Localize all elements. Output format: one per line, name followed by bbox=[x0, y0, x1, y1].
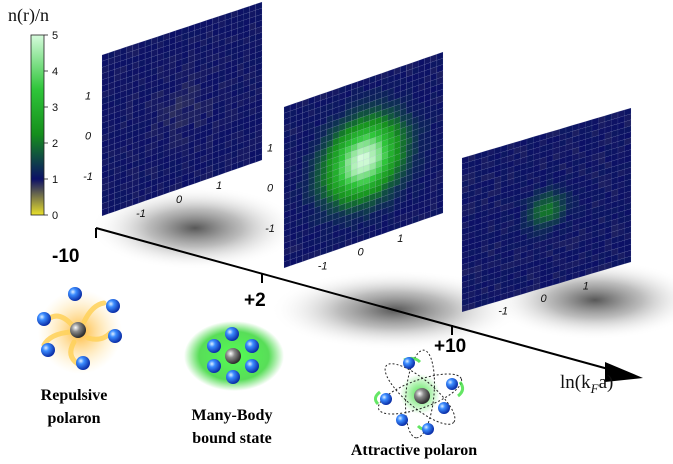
repulsive-particle-2 bbox=[37, 312, 51, 326]
bound-particle-3 bbox=[245, 339, 259, 353]
colorbar-tick-label: 1 bbox=[52, 174, 58, 186]
panel-y-tick: -1 bbox=[265, 223, 275, 235]
colorbar-title: n(r)/n bbox=[8, 5, 49, 26]
attractive-particle-5 bbox=[396, 414, 408, 426]
bound-particle-2 bbox=[207, 339, 221, 353]
panel-y-tick: 1 bbox=[85, 90, 91, 102]
bound-state-illustration: Many-Body bound state bbox=[184, 321, 284, 447]
axis-arrowhead bbox=[605, 362, 643, 382]
panel-x-tick: 0 bbox=[176, 194, 183, 206]
panel-cell bbox=[255, 153, 263, 163]
panel-x-tick: 1 bbox=[397, 233, 403, 245]
axis-line bbox=[95, 227, 631, 376]
panel-x-tick: 1 bbox=[216, 180, 222, 192]
repulsive-polaron-illustration: Repulsive polaron bbox=[37, 287, 122, 427]
attractive-impurity bbox=[414, 388, 430, 404]
bound-caption-2: bound state bbox=[192, 430, 272, 447]
panel-attractive: -1 0 1 bbox=[461, 107, 632, 318]
panel-x-tick: -1 bbox=[498, 306, 508, 318]
axis-tick-label-1: -10 bbox=[52, 246, 79, 267]
attractive-particle-3 bbox=[380, 393, 392, 405]
repulsive-particle-6 bbox=[76, 356, 90, 370]
colorbar-tick-label: 2 bbox=[52, 138, 58, 150]
colorbar-tick-label: 4 bbox=[52, 66, 58, 78]
bound-particle-4 bbox=[207, 359, 221, 373]
axis-label-end: a) bbox=[599, 372, 614, 393]
panel-x-tick: 0 bbox=[358, 247, 365, 259]
repulsive-caption-2: polaron bbox=[47, 410, 100, 427]
panel-y-tick: 0 bbox=[267, 183, 274, 195]
panel-y-tick: -1 bbox=[83, 171, 93, 183]
panel-many-body: -1 0 1 1 0 -1 bbox=[265, 51, 444, 272]
attractive-polaron-illustration: Attractive polaron bbox=[351, 349, 477, 459]
axis-label: ln(kFa) bbox=[560, 372, 613, 396]
panel-cell bbox=[624, 255, 632, 265]
repulsive-particle-1 bbox=[68, 287, 82, 301]
attractive-particle-1 bbox=[403, 357, 415, 369]
axis-label-main: ln(k bbox=[560, 372, 591, 393]
panel-x-tick: 1 bbox=[583, 281, 589, 293]
bound-caption-1: Many-Body bbox=[192, 407, 273, 424]
density-panels: -1 0 1 1 0 -1 -1 0 1 1 0 -1 -1 0 1 bbox=[83, 1, 632, 318]
repulsive-particle-4 bbox=[108, 329, 122, 343]
panel-cell bbox=[436, 206, 444, 216]
axis-tick-label-3: +10 bbox=[434, 336, 466, 357]
colorbar-ticks: 0 1 2 3 4 5 bbox=[44, 30, 58, 222]
repulsive-particle-5 bbox=[41, 343, 55, 357]
panel-y-tick: 0 bbox=[85, 131, 92, 143]
attractive-caption: Attractive polaron bbox=[351, 442, 477, 459]
colorbar-tick-label: 0 bbox=[52, 210, 58, 222]
bound-impurity bbox=[225, 348, 241, 364]
repulsive-impurity bbox=[70, 322, 86, 338]
bound-particle-5 bbox=[245, 359, 259, 373]
panel-x-tick: -1 bbox=[136, 208, 146, 220]
colorbar-scale bbox=[30, 34, 45, 216]
repulsive-caption-1: Repulsive bbox=[41, 387, 108, 404]
attractive-particle-4 bbox=[438, 402, 450, 414]
panel-x-tick: 0 bbox=[541, 293, 548, 305]
shadow-1 bbox=[90, 186, 300, 270]
panel-y-tick: 1 bbox=[267, 142, 273, 154]
repulsive-particle-3 bbox=[106, 299, 120, 313]
attractive-orbits bbox=[377, 349, 463, 439]
bound-particle-1 bbox=[225, 327, 239, 341]
coupling-axis: -10 +2 +10 ln(kFa) bbox=[52, 227, 643, 396]
axis-tick-label-2: +2 bbox=[244, 290, 266, 311]
attractive-particle-2 bbox=[446, 378, 458, 390]
axis-label-sub: F bbox=[590, 381, 600, 396]
colorbar-tick-label: 3 bbox=[52, 102, 58, 114]
panel-repulsive: -1 0 1 1 0 -1 bbox=[83, 1, 263, 220]
attractive-particle-6 bbox=[422, 423, 434, 435]
panel-x-tick: -1 bbox=[318, 260, 328, 272]
colorbar: n(r)/n 0 1 2 3 4 5 bbox=[8, 5, 58, 222]
colorbar-tick-label: 5 bbox=[52, 30, 58, 42]
bound-particle-6 bbox=[226, 370, 240, 384]
